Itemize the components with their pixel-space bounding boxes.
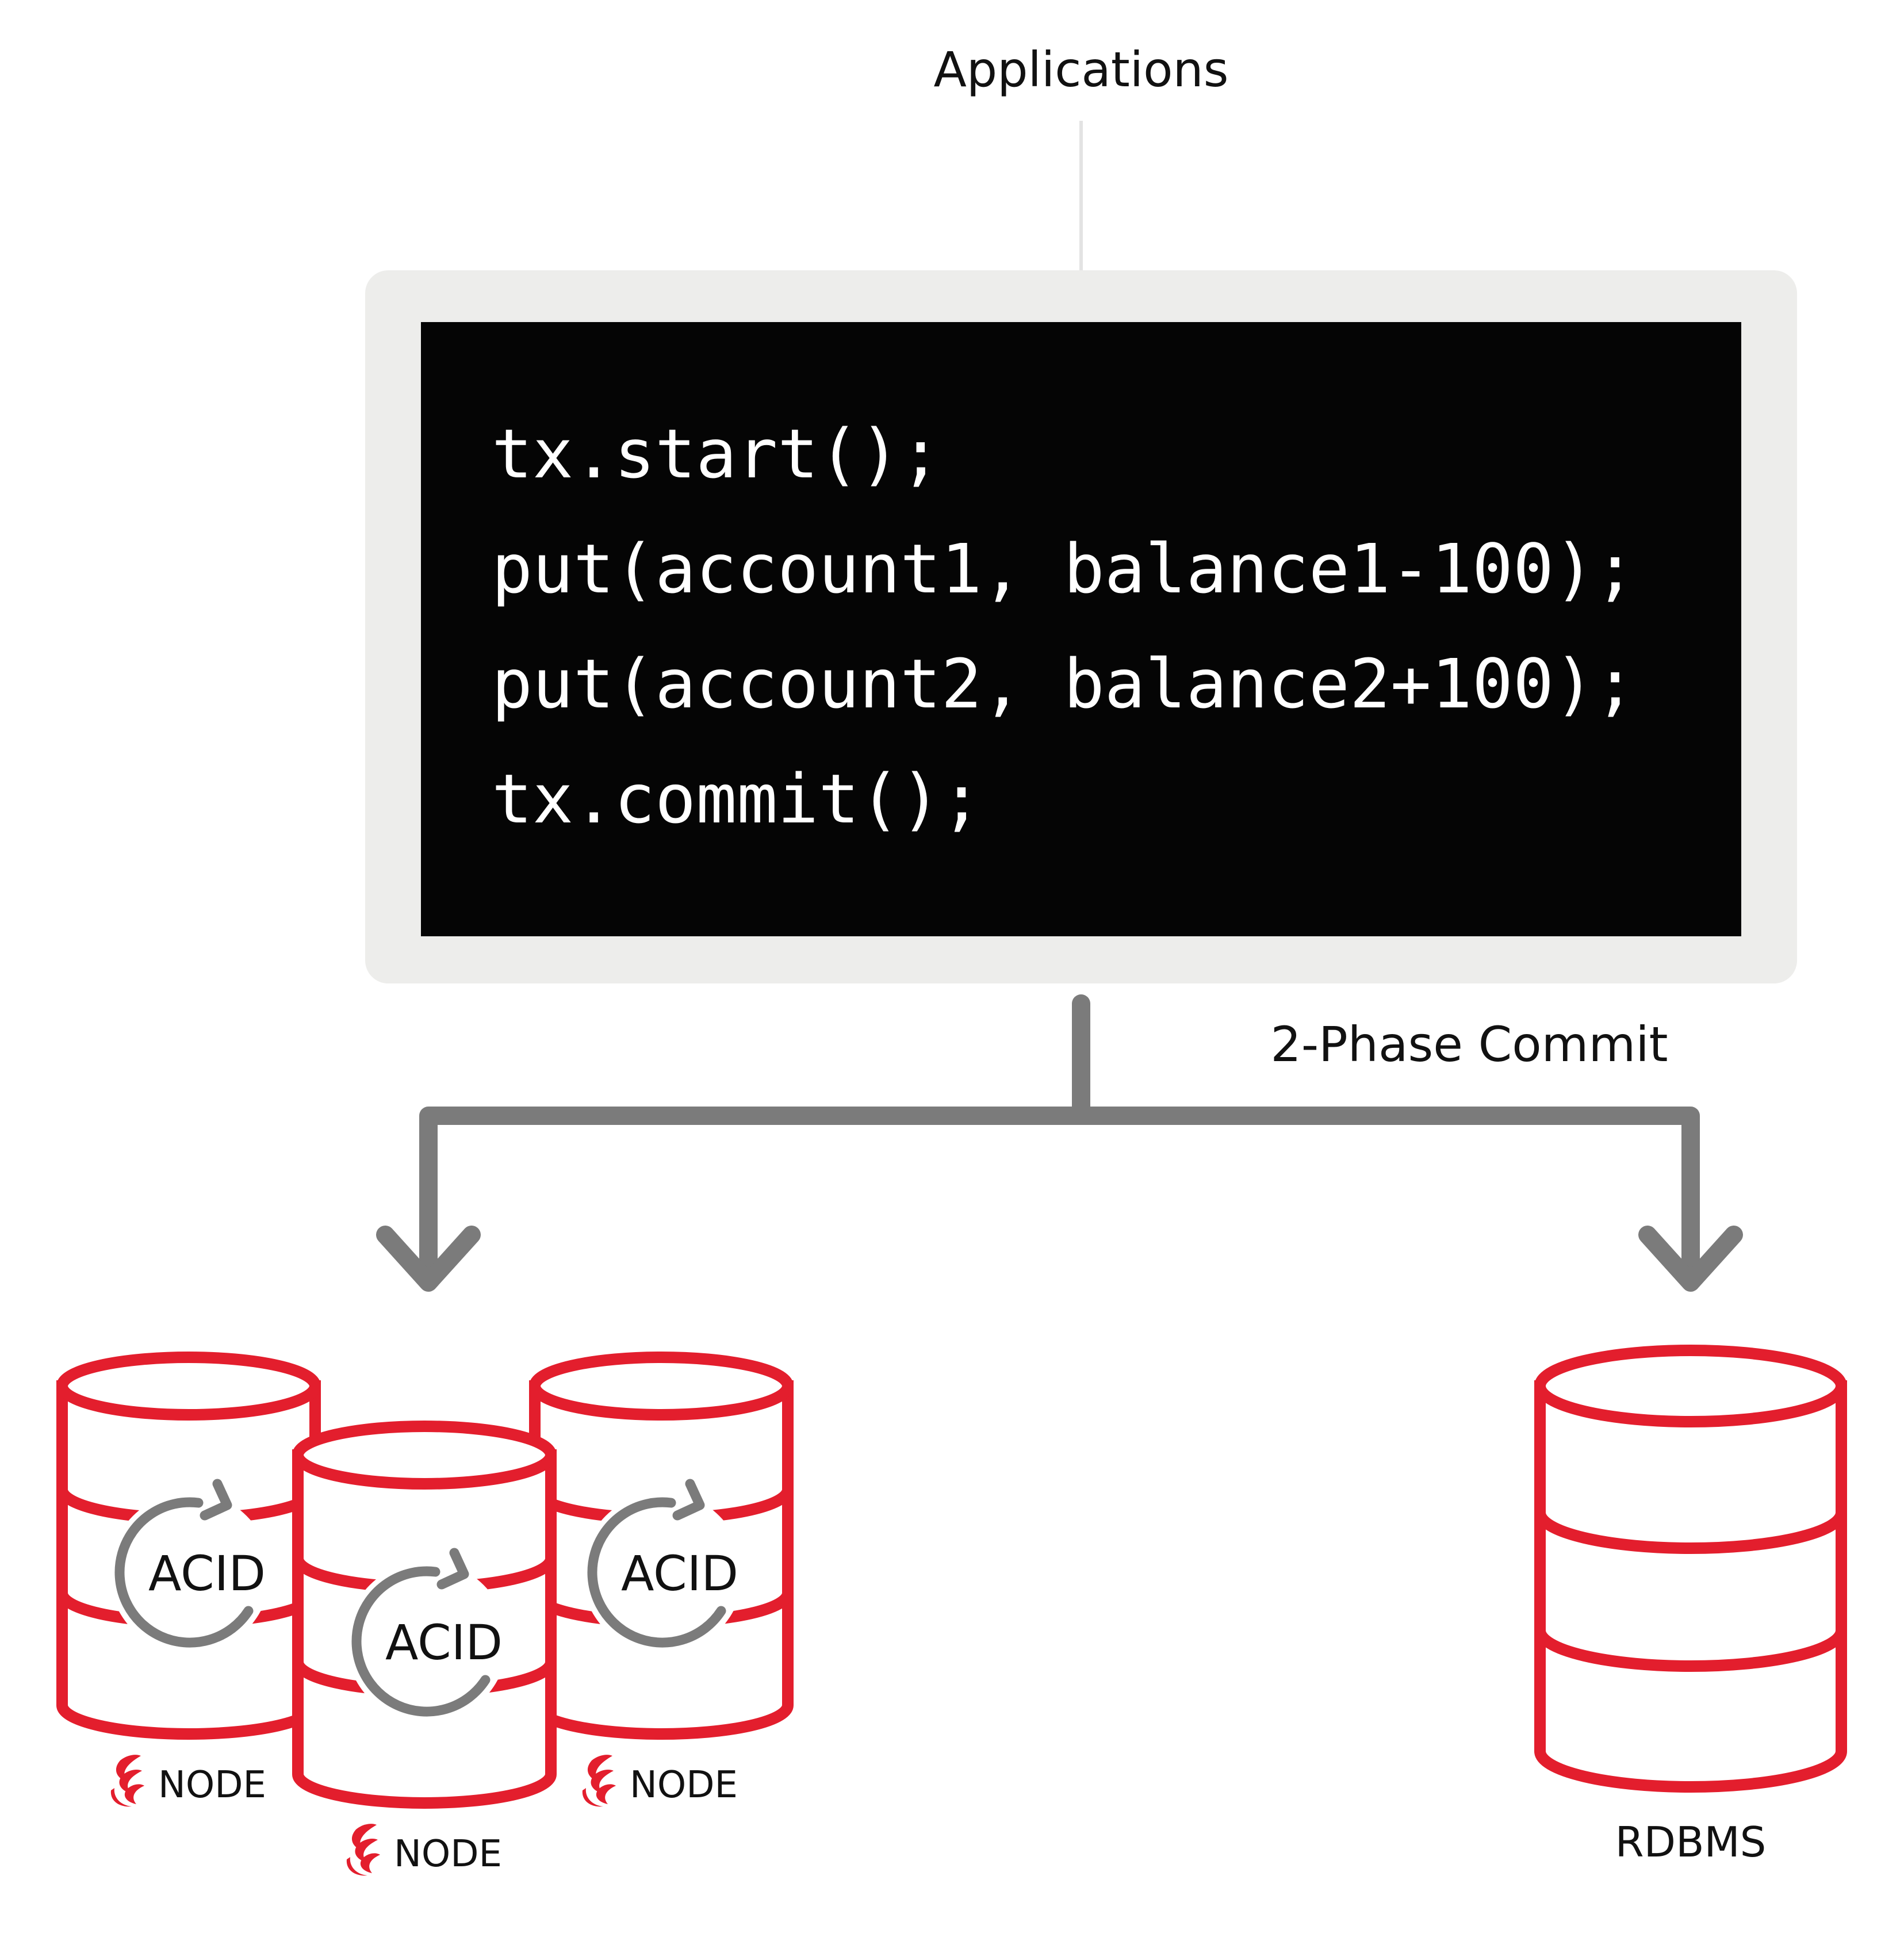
commit-branch <box>419 1107 1700 1287</box>
rdbms-label: RDBMS <box>1615 1818 1767 1866</box>
node-label: NODE <box>394 1833 502 1875</box>
code-line-1: tx.start(); <box>492 414 941 493</box>
flame-logo-icon <box>346 1824 380 1876</box>
code-line-3: put(account2, balance2+100); <box>492 644 1635 723</box>
node-label-left: NODE <box>110 1755 266 1807</box>
node-database-left: ACID <box>56 1352 321 1740</box>
node-database-right: ACID <box>529 1352 794 1740</box>
flame-logo-icon <box>582 1755 616 1807</box>
arrow-down-icon <box>1638 1226 1743 1292</box>
acid-label: ACID <box>385 1614 503 1671</box>
code-screen <box>421 322 1741 936</box>
node-label-front: NODE <box>346 1824 502 1876</box>
monitor: tx.start(); put(account1, balance1-100);… <box>365 270 1797 983</box>
database-icon <box>1534 1380 1847 1793</box>
node-label: NODE <box>630 1764 738 1806</box>
code-line-4: tx.commit(); <box>492 759 982 839</box>
acid-label: ACID <box>621 1545 738 1602</box>
commit-label: 2-Phase Commit <box>1270 1016 1668 1073</box>
acid-label: ACID <box>148 1545 266 1602</box>
arrow-down-icon <box>376 1226 481 1292</box>
rdbms-database <box>1534 1345 1847 1793</box>
applications-title: Applications <box>933 41 1228 98</box>
code-line-2: put(account1, balance1-100); <box>492 529 1635 608</box>
commit-arrows <box>376 994 1743 1292</box>
node-label: NODE <box>158 1764 266 1806</box>
flame-logo-icon <box>110 1755 144 1807</box>
node-label-right: NODE <box>582 1755 738 1807</box>
node-database-front: ACID <box>292 1421 557 1809</box>
